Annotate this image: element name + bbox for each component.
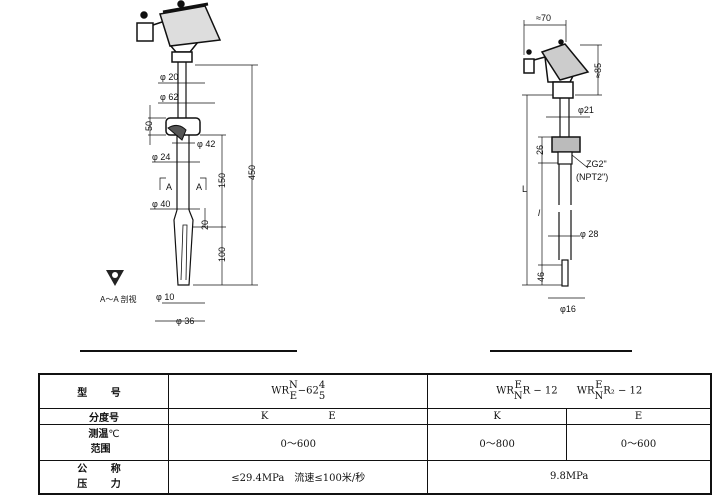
- divider-right: [490, 350, 632, 352]
- section-mark-a2: A: [196, 182, 202, 192]
- row-label-pressure: 公 称压 力: [38, 459, 170, 495]
- row-label-model: 型 号: [38, 373, 170, 409]
- section-mark-a1: A: [166, 182, 172, 192]
- junction-box-head: [523, 39, 590, 99]
- dim-d24: φ 24: [152, 152, 170, 162]
- dim-d42: φ 42: [197, 139, 215, 149]
- dim-h450: 450: [247, 165, 257, 180]
- dim-d21: φ21: [578, 105, 594, 115]
- dim-h50: 50: [144, 121, 154, 131]
- junction-box-head: [136, 0, 222, 63]
- thread-spec-alt: (NPT2"): [576, 172, 608, 182]
- dim-d28: φ 28: [580, 229, 598, 239]
- hex-nut: [551, 136, 581, 153]
- dim-d20: φ 20: [160, 72, 178, 82]
- dim-d62: φ 62: [160, 92, 178, 102]
- dim-l: l: [538, 208, 541, 218]
- dim-d40: φ 40: [152, 199, 170, 209]
- table-row-pressure: 公 称压 力 ≤29.4MPa 流速≤100米/秒 9.8MPa: [38, 459, 712, 495]
- dim-d16: φ16: [560, 304, 576, 314]
- dim-h150: 150: [217, 173, 227, 188]
- divider-left: [80, 350, 297, 352]
- dim-h85: ≈85: [593, 63, 603, 78]
- left-thermocouple-drawing: φ 20 φ 62 50 φ 42 φ 24 A A φ 40 20 150 1…: [100, 0, 258, 326]
- section-label: A～A 剖视: [100, 294, 136, 304]
- thread-spec: ZG2": [586, 159, 607, 169]
- dim-h26: 26: [535, 145, 545, 155]
- dim-d10: φ 10: [156, 292, 174, 302]
- dim-h100: 100: [217, 247, 227, 262]
- dim-L: L: [522, 184, 527, 194]
- row-label-graduation: 分度号: [38, 407, 170, 425]
- dim-d36: φ 36: [176, 316, 194, 326]
- dim-w70: ≈70: [536, 13, 551, 23]
- dim-h46: 46: [536, 272, 546, 282]
- dim-h20: 20: [200, 220, 210, 230]
- right-thermocouple-drawing: ≈70 ≈85 φ21 26 ZG2" (NPT2") L l φ 28 46 …: [522, 13, 608, 314]
